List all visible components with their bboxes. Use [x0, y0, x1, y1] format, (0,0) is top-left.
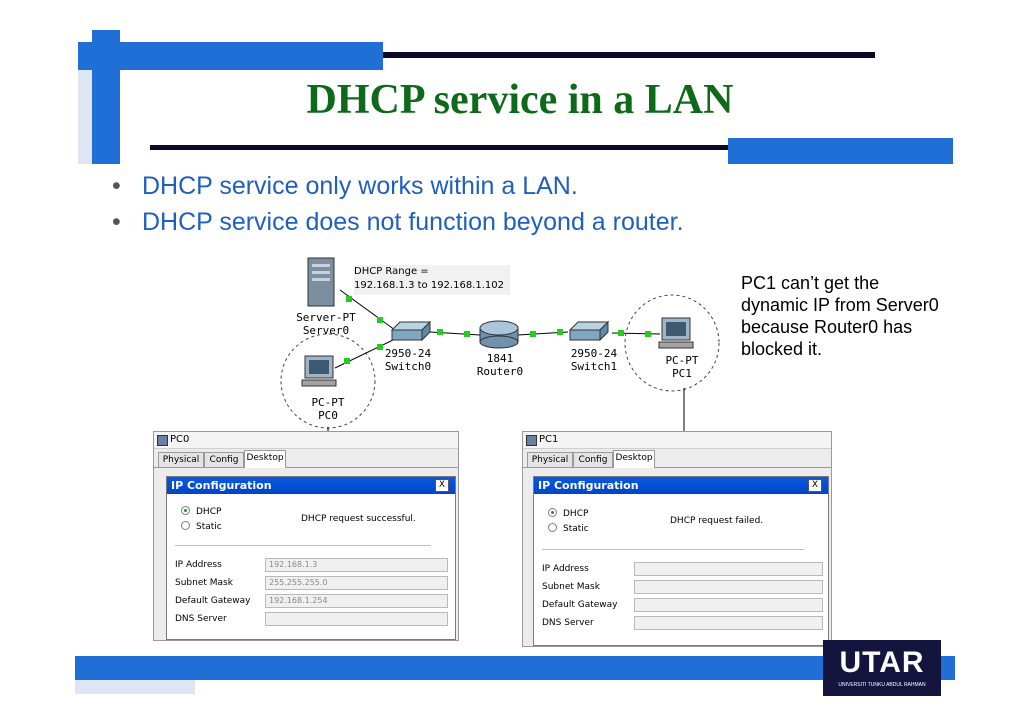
- ip-configuration-panel: IP Configuration X DHCP Static DHCP requ…: [166, 476, 456, 640]
- slide-title: DHCP service in a LAN: [306, 77, 734, 123]
- dhcp-radio-label: DHCP: [563, 509, 589, 519]
- left-vertical-bar: [92, 30, 120, 164]
- switch1-type-label: 2950-24: [570, 347, 618, 360]
- switch-icon: [568, 320, 610, 342]
- bullet-1: • DHCP service only works within a LAN.: [112, 172, 578, 201]
- server-type-label: Server-PT: [296, 311, 356, 324]
- ip-configuration-header: IP Configuration X: [534, 477, 828, 494]
- ip-configuration-title: IP Configuration: [171, 479, 272, 492]
- static-radio-label: Static: [196, 522, 222, 532]
- dns-server-field[interactable]: [634, 616, 823, 630]
- server-icon: [307, 257, 335, 307]
- ip-configuration-header: IP Configuration X: [167, 477, 455, 494]
- window-tabs: Physical Config Desktop: [523, 449, 831, 468]
- pc-window-icon: [526, 435, 537, 446]
- ip-address-label: IP Address: [542, 564, 589, 574]
- subnet-mask-label: Subnet Mask: [175, 578, 233, 588]
- dhcp-range-label: DHCP Range = 192.168.1.3 to 192.168.1.10…: [354, 265, 510, 295]
- bullet-1-text: DHCP service only works within a LAN.: [142, 172, 578, 200]
- pc1-highlight-circle: [624, 294, 720, 392]
- ip-configuration-panel: IP Configuration X DHCP Static DHCP requ…: [533, 476, 829, 646]
- switch0-type-label: 2950-24: [384, 347, 432, 360]
- default-gateway-label: Default Gateway: [175, 596, 251, 606]
- window-titlebar: PC0: [154, 432, 458, 449]
- footer-bar-shade: [75, 680, 195, 694]
- dns-server-field[interactable]: [265, 612, 448, 626]
- tab-physical[interactable]: Physical: [527, 452, 573, 467]
- server-name-label: Server0: [302, 324, 350, 337]
- dhcp-status-message: DHCP request failed.: [670, 516, 764, 526]
- switch1-name-label: Switch1: [570, 360, 618, 373]
- default-gateway-field[interactable]: 192.168.1.254: [265, 594, 448, 608]
- logo-text: UTAR: [839, 646, 925, 679]
- dhcp-status-message: DHCP request successful.: [301, 514, 416, 524]
- subnet-mask-label: Subnet Mask: [542, 582, 600, 592]
- pc-icon: [658, 317, 694, 349]
- pc1-window: PC1 Physical Config Desktop IP Configura…: [522, 431, 832, 647]
- close-icon[interactable]: X: [435, 479, 449, 492]
- link-lights: [344, 296, 651, 364]
- ip-address-field[interactable]: [634, 562, 823, 576]
- radio-unselected-icon: [548, 523, 557, 532]
- static-radio[interactable]: Static: [181, 521, 222, 532]
- window-title: PC1: [539, 434, 559, 445]
- subnet-mask-field[interactable]: 255.255.255.0: [265, 576, 448, 590]
- default-gateway-field[interactable]: [634, 598, 823, 612]
- logo-subtitle: UNIVERSITI TUNKU ABDUL RAHMAN: [838, 682, 926, 688]
- utar-logo: UTAR UNIVERSITI TUNKU ABDUL RAHMAN: [823, 640, 941, 696]
- static-radio-label: Static: [563, 524, 589, 534]
- explanation-note: PC1 can’t get the dynamic IP from Server…: [741, 273, 939, 359]
- pc0-window: PC0 Physical Config Desktop IP Configura…: [153, 431, 459, 641]
- pc0-type-label: PC-PT: [311, 396, 345, 409]
- pc-window-icon: [157, 435, 168, 446]
- dhcp-range-title: DHCP Range =: [354, 266, 429, 277]
- title-accent-right: [728, 138, 953, 164]
- router-type-label: 1841: [486, 352, 514, 365]
- ip-address-label: IP Address: [175, 560, 222, 570]
- divider: [542, 549, 804, 550]
- bullet-dot: •: [112, 208, 121, 236]
- divider: [175, 545, 431, 546]
- close-icon[interactable]: X: [808, 479, 822, 492]
- dhcp-radio[interactable]: DHCP: [548, 508, 588, 519]
- dns-server-label: DNS Server: [175, 614, 227, 624]
- dhcp-range-value: 192.168.1.3 to 192.168.1.102: [354, 280, 504, 291]
- bullet-2: • DHCP service does not function beyond a…: [112, 208, 684, 237]
- pc-icon: [301, 355, 337, 387]
- pc1-name-label: PC1: [672, 367, 692, 380]
- dns-server-label: DNS Server: [542, 618, 594, 628]
- dhcp-radio-label: DHCP: [196, 507, 222, 517]
- router-icon: [479, 320, 519, 349]
- radio-selected-icon: [181, 506, 190, 515]
- dhcp-radio[interactable]: DHCP: [181, 506, 221, 517]
- pc0-name-label: PC0: [318, 409, 338, 422]
- ip-configuration-title: IP Configuration: [538, 479, 639, 492]
- footer-bar: [75, 656, 955, 680]
- header-top-line: [383, 52, 875, 58]
- tab-physical[interactable]: Physical: [158, 452, 204, 467]
- window-tabs: Physical Config Desktop: [154, 449, 458, 468]
- radio-unselected-icon: [181, 521, 190, 530]
- pc1-type-label: PC-PT: [665, 354, 699, 367]
- tab-config[interactable]: Config: [204, 452, 244, 467]
- bullet-dot: •: [112, 172, 121, 200]
- tab-desktop[interactable]: Desktop: [244, 450, 286, 468]
- title-underline: [150, 145, 730, 150]
- radio-selected-icon: [548, 508, 557, 517]
- router-name-label: Router0: [476, 365, 524, 378]
- tab-desktop[interactable]: Desktop: [613, 450, 655, 468]
- tab-config[interactable]: Config: [573, 452, 613, 467]
- window-titlebar: PC1: [523, 432, 831, 449]
- static-radio[interactable]: Static: [548, 523, 589, 534]
- switch0-name-label: Switch0: [384, 360, 432, 373]
- ip-address-field[interactable]: 192.168.1.3: [265, 558, 448, 572]
- header-accent-bar: [78, 42, 383, 70]
- subnet-mask-field[interactable]: [634, 580, 823, 594]
- window-title: PC0: [170, 434, 190, 445]
- default-gateway-label: Default Gateway: [542, 600, 618, 610]
- switch-icon: [390, 320, 432, 342]
- bullet-2-text: DHCP service does not function beyond a …: [142, 208, 684, 236]
